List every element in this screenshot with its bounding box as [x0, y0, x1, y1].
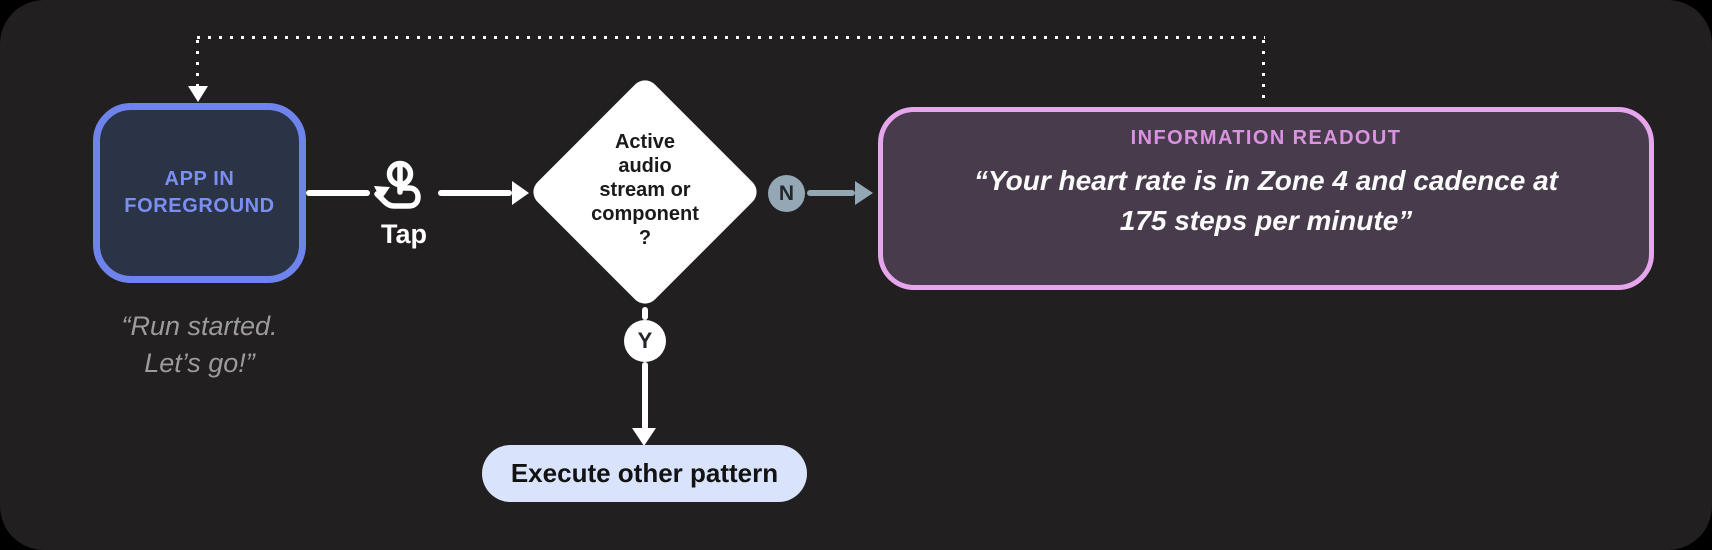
feedback-dotted-line-right [1262, 40, 1265, 104]
app-node-caption: “Run started. Let’s go!” [121, 311, 278, 378]
connector-tap-to-decision [438, 190, 512, 196]
decision-question: Active audio stream or component ? [591, 131, 699, 249]
app-node-label: APP IN FOREGROUND [124, 168, 275, 217]
execute-other-pattern-node: Execute other pattern [482, 445, 807, 502]
feedback-dotted-line-left [196, 40, 199, 86]
execute-node-label: Execute other pattern [510, 458, 779, 488]
connector-app-to-tap [306, 190, 370, 196]
connector-decision-to-yes [642, 307, 648, 320]
tap-step-label: Tap [381, 219, 427, 249]
connector-no-to-readout [807, 190, 855, 196]
readout-quote: “Your heart rate is in Zone 4 and cadenc… [973, 165, 1559, 236]
decision-arrowhead-right-icon [512, 181, 529, 205]
information-readout-node: INFORMATION READOUT “Your heart rate is … [878, 107, 1654, 290]
execute-arrowhead-down-icon [632, 428, 656, 446]
readout-arrowhead-right-icon [855, 181, 873, 205]
yes-branch-badge: Y [624, 320, 666, 362]
readout-title: INFORMATION READOUT [1130, 127, 1402, 149]
feedback-arrowhead-down-icon [188, 86, 208, 102]
feedback-dotted-line-horizontal [197, 36, 1265, 39]
no-branch-badge: N [768, 175, 805, 212]
connector-yes-to-execute [642, 362, 648, 430]
tap-gesture-icon [374, 160, 421, 209]
app-in-foreground-node: APP IN FOREGROUND [93, 103, 306, 283]
